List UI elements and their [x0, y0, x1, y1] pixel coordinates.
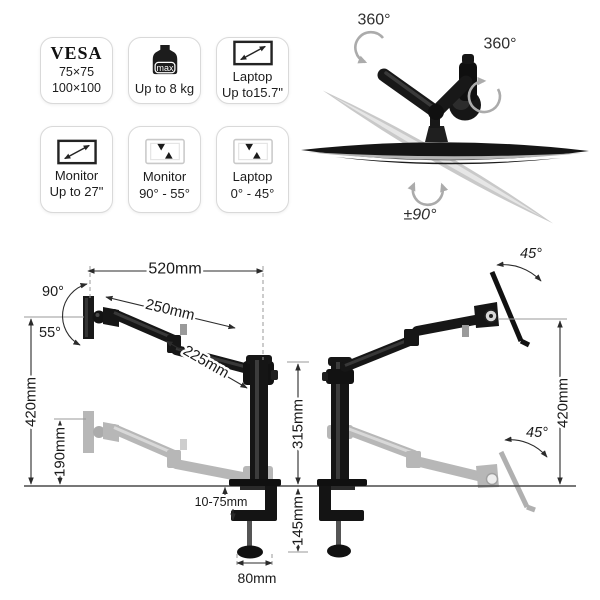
- swivel-range-label: ±90°: [404, 207, 438, 224]
- dim-label-520: 520mm: [148, 261, 201, 278]
- monitor-arm-top-view: 360° 360° ±90°: [301, 12, 589, 224]
- tilt-lower-label: 45°: [526, 425, 548, 441]
- spec-badge-monitor-size: Monitor Up to 27": [40, 126, 113, 213]
- arm-rotation-arrow: [354, 30, 385, 64]
- tilt-arc-upper: [496, 261, 542, 282]
- dimension-drawing: 520mm 90° 55° 250mm 225mm 420mm 190mm 10…: [20, 244, 576, 589]
- weight-icon: max: [152, 44, 177, 75]
- arm-side-view-tray: [322, 271, 531, 486]
- monitor-tilt-label-2: 90° - 55°: [139, 185, 190, 201]
- desk-clamp-left: [229, 479, 281, 559]
- laptop-size-label-2: Up to15.7": [222, 85, 283, 100]
- dim-label-190: 190mm: [52, 427, 69, 477]
- dim-line-250: [105, 295, 236, 330]
- laptop-size-label-1: Laptop: [232, 68, 273, 84]
- vesa-title: VESA: [50, 43, 103, 64]
- joint-rotation-arrow: [467, 76, 502, 114]
- monitor-size-label-1: Monitor: [54, 167, 99, 183]
- laptop-tilt-label-2: 0° - 45°: [230, 185, 275, 201]
- tilt-arc-lower: [504, 436, 548, 458]
- ghost-arm-lowered: [83, 411, 273, 483]
- ghost-arm-right-lowered: [327, 424, 536, 513]
- spec-badge-max-weight: max Up to 8 kg: [128, 37, 201, 104]
- dim-label-225: 225mm: [180, 342, 232, 382]
- arm-rotation-label: 360°: [357, 12, 390, 29]
- spec-badge-laptop-tilt: Laptop 0° - 45°: [216, 126, 289, 213]
- dim-label-80: 80mm: [238, 570, 277, 586]
- tilt-arrows-icon: [232, 139, 273, 165]
- weight-max-label: max: [156, 63, 173, 73]
- dim-label-420-left: 420mm: [23, 377, 40, 427]
- max-weight-label: Up to 8 kg: [134, 80, 195, 96]
- dim-label-315: 315mm: [290, 399, 307, 449]
- screen-diagonal-icon: [232, 40, 273, 66]
- screen-diagonal-icon: [56, 139, 97, 165]
- spec-badge-laptop-size: Laptop Up to15.7": [216, 37, 289, 104]
- dim-label-145: 145mm: [290, 496, 307, 546]
- clamp-range-label: 10-75mm: [195, 495, 248, 509]
- swivel-arrow: [407, 181, 449, 207]
- dim-label-250: 250mm: [144, 296, 197, 324]
- tilt-down-label: 55°: [39, 325, 61, 341]
- vesa-size-2: 100×100: [51, 81, 101, 96]
- arm-top-view: [377, 54, 481, 142]
- tilt-arrows-icon: [144, 139, 185, 165]
- dim-label-420-right: 420mm: [555, 378, 572, 428]
- spec-badge-vesa: VESA 75×75 100×100: [40, 37, 113, 104]
- tilt-up-label: 90°: [42, 284, 64, 300]
- monitor-size-label-2: Up to 27": [49, 184, 104, 199]
- tilt-upper-label: 45°: [520, 246, 542, 262]
- monitor-top-edge: [301, 142, 589, 165]
- monitor-tilt-label-1: Monitor: [142, 169, 187, 185]
- vesa-size-1: 75×75: [58, 65, 95, 80]
- joint-rotation-label: 360°: [483, 36, 516, 53]
- laptop-tilt-label-1: Laptop: [232, 169, 273, 185]
- spec-badge-monitor-tilt: Monitor 90° - 55°: [128, 126, 201, 213]
- tilt-arc: [62, 283, 88, 346]
- dim-line-225: [165, 340, 248, 389]
- desk-clamp-right: [317, 479, 367, 558]
